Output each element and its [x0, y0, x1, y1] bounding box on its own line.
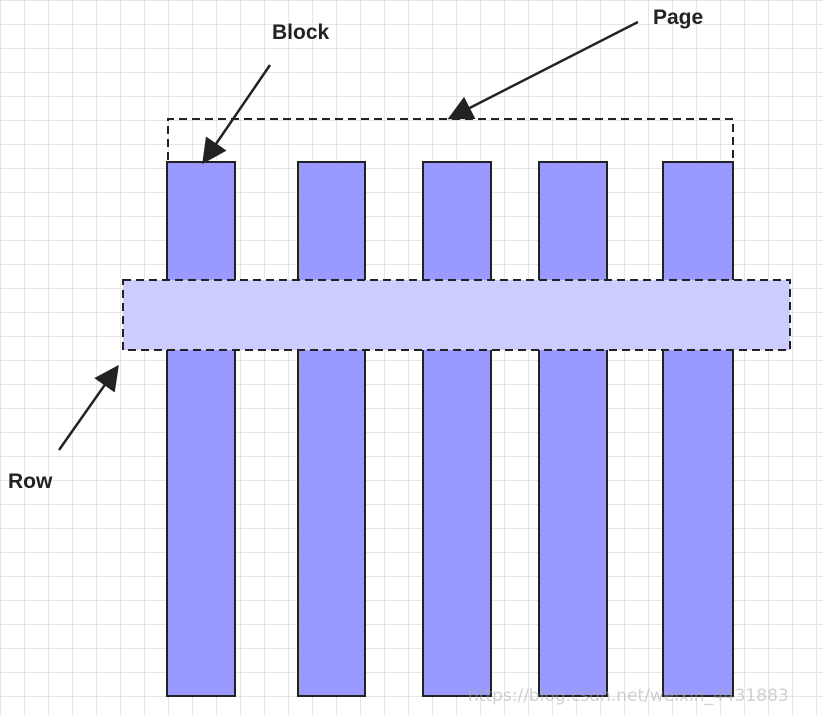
column-block-5	[662, 161, 734, 697]
page-arrow	[447, 20, 639, 120]
column-block-4	[538, 161, 608, 697]
row-arrow	[57, 364, 119, 451]
column-block-3	[422, 161, 492, 697]
block-label: Block	[272, 21, 330, 44]
page-label: Page	[653, 6, 704, 29]
row-band	[122, 279, 791, 351]
column-block-1	[166, 161, 236, 697]
block-arrow	[202, 64, 272, 165]
watermark-text: https://blog.csdn.net/weixin_4431883	[468, 686, 789, 706]
page-bracket	[167, 118, 734, 160]
column-block-2	[297, 161, 366, 697]
row-label: Row	[8, 470, 53, 493]
